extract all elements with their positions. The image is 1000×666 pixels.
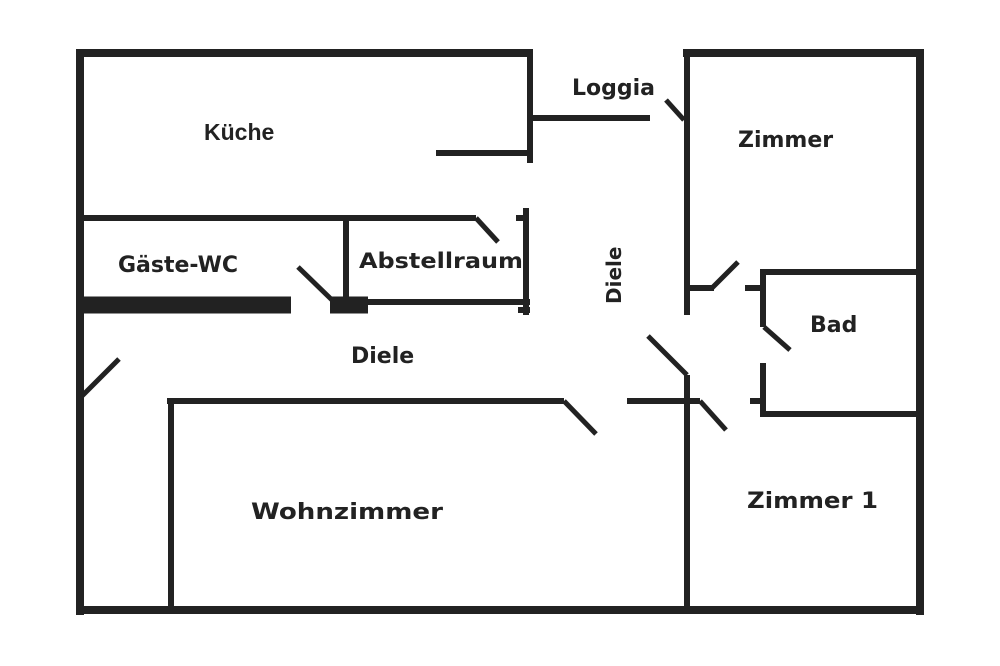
kitchen-walls xyxy=(80,49,650,221)
label-wohnzimmer: Wohnzimmer xyxy=(251,500,443,525)
door-gaeste-wc xyxy=(296,265,334,302)
door-zimmer1 xyxy=(698,399,728,432)
living-room-walls xyxy=(167,398,564,610)
label-kueche: Küche xyxy=(204,119,274,145)
door-entrance xyxy=(78,357,121,400)
label-diele: Diele xyxy=(351,344,414,369)
label-gaeste-wc: Gäste-WC xyxy=(118,253,238,278)
outer-walls xyxy=(76,49,924,615)
door-bad xyxy=(762,325,792,352)
label-zimmer: Zimmer xyxy=(738,128,833,153)
label-loggia: Loggia xyxy=(572,76,655,101)
wc-storage-walls xyxy=(80,208,530,315)
door-loggia xyxy=(664,98,686,122)
label-abstellraum: Abstellraum xyxy=(359,249,523,273)
door-abstellraum xyxy=(474,216,500,244)
door-diele-corner xyxy=(646,334,689,377)
room-labels: Küche Loggia Zimmer Gäste-WC Abstellraum… xyxy=(118,76,878,525)
door-wohnzimmer xyxy=(562,399,598,436)
right-rooms-walls xyxy=(627,49,920,610)
door-zimmer xyxy=(710,260,740,290)
label-zimmer-1: Zimmer 1 xyxy=(747,489,878,514)
label-bad: Bad xyxy=(810,313,857,338)
label-diele-vertical: Diele xyxy=(602,247,626,304)
doors xyxy=(78,98,792,436)
